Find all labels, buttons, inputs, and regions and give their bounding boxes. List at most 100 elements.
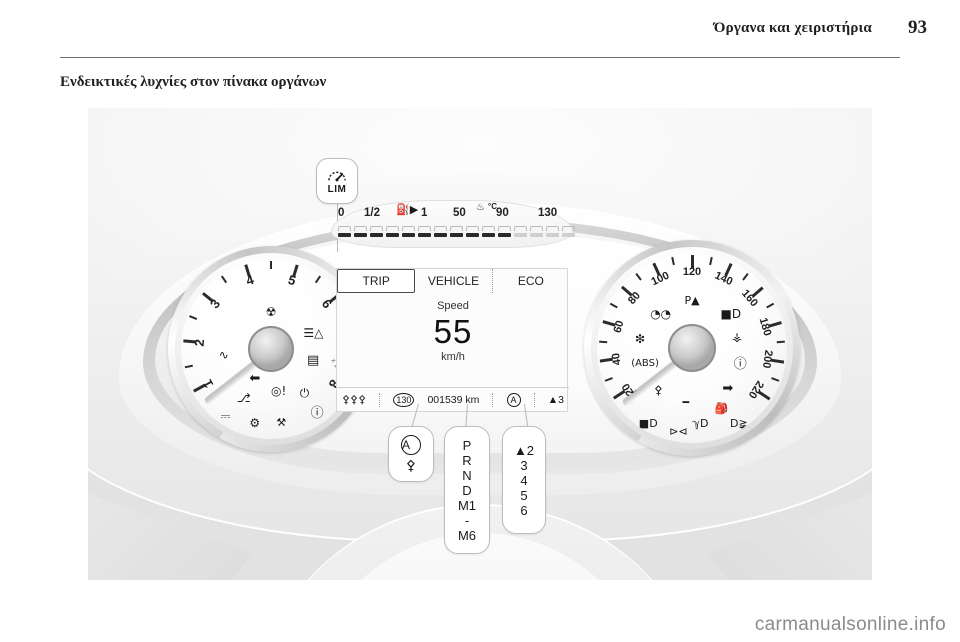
- tab-trip[interactable]: TRIP: [337, 269, 416, 293]
- speed-limit-badge: 130: [393, 392, 415, 407]
- header-divider: [60, 57, 900, 58]
- header-title: Όργανα και χειριστήρια: [713, 20, 872, 36]
- scale-label: 40: [609, 352, 624, 367]
- odometer-value: 001539 km: [427, 393, 480, 406]
- scale-label: 2: [191, 338, 208, 347]
- gear-line-4: 4: [520, 472, 528, 488]
- watermark: carmanualsonline.info: [754, 614, 946, 635]
- selector-line-r: R: [462, 452, 472, 468]
- scale-label: 3: [206, 296, 224, 312]
- limiter-label: LIM: [327, 184, 347, 195]
- scale-label: 100: [649, 269, 672, 289]
- speed-limiter-icon: [328, 171, 346, 182]
- electronic-stability-icon: ❇: [635, 331, 646, 346]
- fuel-segment-caps: [338, 226, 463, 231]
- tab-eco[interactable]: ECO: [517, 274, 544, 288]
- car-door-open-icon: ▤: [307, 353, 320, 369]
- fuel-segments: [338, 233, 463, 237]
- page-header: Όργανα και χειριστήρια 93: [0, 0, 960, 58]
- speedometer-hub: [668, 324, 716, 372]
- brake-circuit-icon: ⓘ: [733, 356, 747, 372]
- front-fog-icon: ℽD: [692, 417, 709, 431]
- temp-segments: [450, 233, 575, 237]
- high-beam-icon: ■D: [720, 307, 742, 322]
- selector-line-m1: M1: [457, 497, 477, 513]
- exhaust-emission-icon: ☢: [265, 304, 277, 319]
- gauge-strip: 0 1/2 1 ⛽▶ 50 90 130 ♨ °C: [336, 202, 568, 224]
- selector-line-m6: M6: [457, 527, 477, 543]
- temp-segment-caps: [450, 226, 575, 231]
- left-turn-arrow-icon: ⬅: [249, 371, 261, 387]
- temp-tick-130: 130: [538, 207, 558, 219]
- instrument-cluster-illustration: 12345678 ☢ ☰△ ▤ ∿ ⬅ ◎! ⎇ ⏻ ⓘ ⎓ ⚙ ⚒ x 100…: [88, 108, 872, 580]
- gear-line-2: ▲2: [513, 442, 535, 458]
- engine-oil-icon: ⎇: [236, 391, 251, 406]
- tab-vehicle[interactable]: VEHICLE: [415, 269, 493, 293]
- side-light-icon: ■D: [638, 417, 658, 431]
- scale-label: 60: [611, 319, 627, 335]
- tyre-pressure-icon: ◔◔: [650, 307, 672, 322]
- fuel-tick-half: 1/2: [364, 207, 380, 219]
- speed-limiter-callout: LIM: [316, 158, 358, 204]
- scale-label: 180: [756, 316, 774, 338]
- speed-unit: km/h: [441, 350, 465, 363]
- rear-fog-icon: ⊳⊲: [669, 424, 688, 438]
- autostop-callout: A ⚴: [388, 426, 434, 482]
- selector-line-d: D: [462, 482, 472, 498]
- autostop-badge: A: [506, 392, 521, 407]
- service-vehicle-icon: ⚒: [276, 416, 287, 430]
- temp-unit-label: °C: [488, 202, 497, 211]
- fuel-tick-1: 1: [421, 207, 428, 219]
- tachometer-hub: [248, 326, 294, 372]
- gear-callout: ▲2 3 4 5 6: [502, 426, 546, 534]
- clutch-pedal-icon: ⎓: [220, 409, 231, 424]
- display-body: Speed 55 km/h: [337, 295, 569, 387]
- page-number: 93: [908, 17, 927, 38]
- brake-warning-icon: ⓘ: [310, 405, 324, 421]
- footer-divider-3: [533, 392, 535, 407]
- tpms-icon: ◎!: [271, 384, 287, 398]
- tachometer-dial: 12345678 ☢ ☰△ ▤ ∿ ⬅ ◎! ⎇ ⏻ ⓘ ⎓ ⚙ ⚒ x 100…: [181, 259, 361, 439]
- display-footer: ⚴⚴⚴ 130 001539 km A ▲3: [337, 387, 569, 411]
- speed-value: 55: [433, 313, 473, 350]
- scale-label: 5: [286, 271, 298, 289]
- speed-caption: Speed: [437, 300, 469, 312]
- scale-label: 1: [199, 377, 217, 391]
- driver-information-display: TRIP VEHICLE ECO Speed 55 km/h ⚴⚴⚴ 130 0…: [336, 268, 569, 412]
- gear-indicator: ▲3: [547, 393, 564, 406]
- fuel-tick-0: 0: [338, 207, 345, 219]
- scale-label: 4: [244, 271, 256, 289]
- selector-line-p: P: [462, 437, 472, 453]
- gear-line-5: 5: [520, 487, 528, 503]
- park-assist-icon: P▲: [684, 293, 700, 307]
- right-turn-arrow-icon: ➡: [722, 381, 734, 397]
- airbag-off-icon: ⚶: [731, 329, 743, 344]
- seatbelt-icon-group: ⚴⚴⚴: [342, 393, 367, 406]
- seat-heating-icon: ━: [682, 396, 690, 410]
- pedestrian-autostop-icon: ⚴: [405, 458, 417, 474]
- temp-tick-50: 50: [453, 207, 466, 219]
- load-compartment-icon: 🎒: [714, 402, 729, 416]
- selector-line-dash: -: [464, 512, 470, 528]
- scale-label: 140: [712, 269, 735, 289]
- section-heading: Ενδεικτικές λυχνίες στον πίνακα οργάνων: [60, 74, 327, 90]
- scale-label: 120: [682, 266, 702, 278]
- battery-icon: ⏻: [299, 385, 310, 400]
- display-tabs: TRIP VEHICLE ECO: [337, 269, 569, 293]
- fog-light-icon: D≩: [730, 417, 748, 431]
- vehicle-ahead-distance-icon: ☰△: [303, 326, 324, 341]
- autostop-callout-label: A: [401, 435, 421, 455]
- footer-divider-1: [379, 392, 381, 407]
- abs-icon: (ABS): [631, 358, 659, 370]
- coolant-temp-icon: ♨: [476, 202, 485, 213]
- scale-label: 6: [318, 296, 336, 312]
- selector-callout: P R N D M1 - M6: [444, 426, 490, 554]
- scale-label: 220: [745, 378, 766, 401]
- scale-label: 200: [759, 349, 775, 370]
- gear-line-3: 3: [520, 457, 528, 473]
- selector-line-n: N: [462, 467, 472, 483]
- airbag-icon: ⚴: [654, 383, 663, 398]
